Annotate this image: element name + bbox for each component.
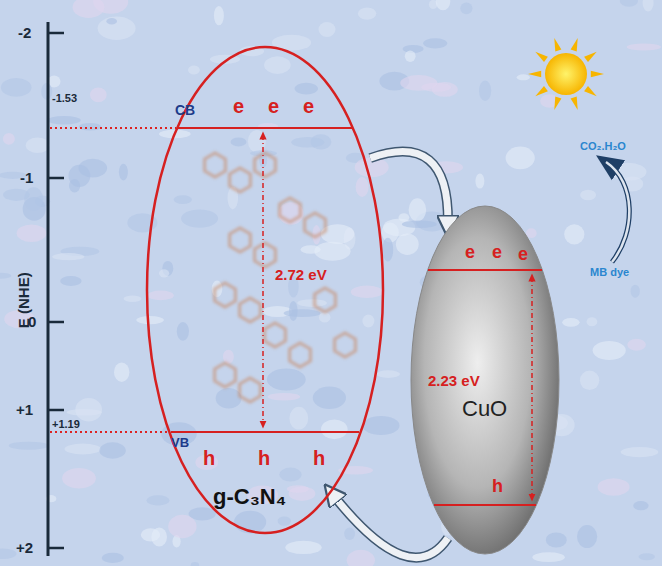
axis-ticks [48, 33, 64, 548]
electron: e [518, 245, 528, 265]
band-label: CB [175, 103, 195, 118]
hole: h [313, 447, 325, 469]
band-gap-value: 2.72 eV [275, 267, 327, 284]
material-name: g-C₃N₄ [213, 485, 286, 509]
product-label: CO₂.H₂O [580, 140, 626, 152]
cb-level-line [50, 127, 176, 129]
tick-label: +1 [16, 402, 33, 419]
transfer-arrow [370, 152, 448, 222]
level-value: -1.53 [52, 92, 77, 104]
sun-icon [528, 38, 604, 110]
tick-label: -1 [20, 170, 33, 187]
transfer-arrow [334, 496, 448, 557]
electron: e [303, 95, 314, 117]
g-c3n4-ellipse: CB e e e 2.72 eV VB h h h g-C₃N₄ [145, 45, 385, 535]
band-label: VB [171, 436, 189, 450]
vb-level-line [50, 431, 170, 433]
band-gap-value: 2.23 eV [428, 373, 480, 390]
electron: e [492, 243, 502, 263]
tick-label: +2 [16, 540, 33, 557]
hole: h [492, 477, 503, 497]
hole: h [258, 447, 270, 469]
energy-axis [47, 22, 50, 556]
degradation-arrow-core [606, 162, 629, 262]
level-value: +1.19 [52, 418, 80, 430]
cuo-ellipse: eee2.23 eVCuOh [410, 205, 560, 555]
tick-label: -2 [18, 25, 31, 42]
electron: e [465, 243, 475, 263]
pollutant-label: MB dye [590, 266, 629, 278]
degradation-arrow [606, 162, 629, 262]
electron: e [268, 95, 279, 117]
tick-label: 0 [28, 314, 36, 331]
hole: h [203, 447, 215, 469]
material-name: CuO [462, 397, 507, 421]
electron: e [233, 95, 244, 117]
